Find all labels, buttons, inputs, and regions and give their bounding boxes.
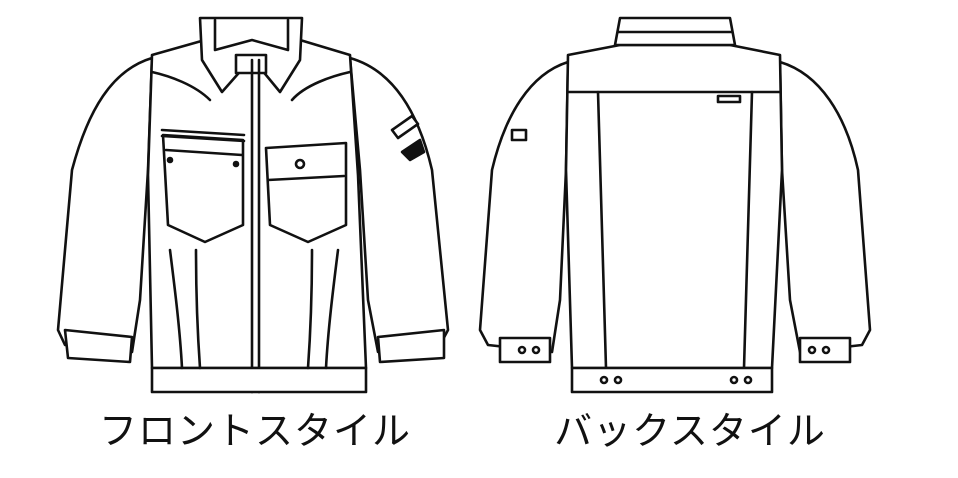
front-left-sleeve	[56, 56, 154, 354]
front-left-cuff	[63, 328, 134, 364]
back-left-sleeve	[478, 60, 570, 354]
back-style-label: バックスタイル	[554, 409, 826, 453]
front-right-pocket	[264, 141, 348, 244]
back-jacket	[478, 16, 872, 394]
back-hem-band	[570, 366, 774, 394]
front-right-cuff	[376, 328, 446, 364]
back-right-sleeve	[778, 60, 872, 354]
front-style-label: フロントスタイル	[98, 409, 411, 453]
front-hem-band	[150, 366, 368, 394]
front-jacket	[56, 16, 450, 394]
